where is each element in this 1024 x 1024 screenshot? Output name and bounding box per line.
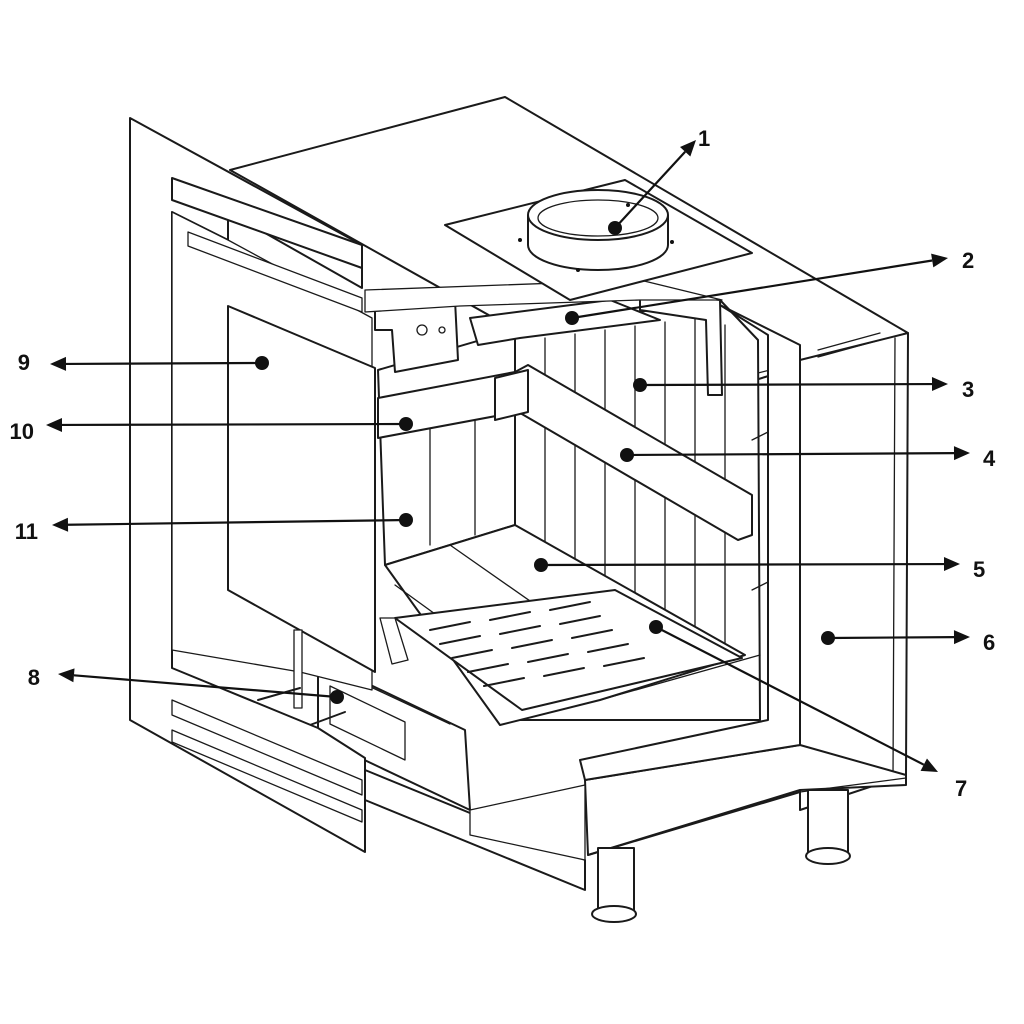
callout-arrowhead xyxy=(58,668,75,683)
right-front-frame xyxy=(579,304,801,781)
callout-label-4: 4 xyxy=(983,446,996,471)
callout-label-7: 7 xyxy=(955,776,967,801)
callout-label-1: 1 xyxy=(698,126,710,151)
legs xyxy=(591,789,851,923)
callout-10: 10 xyxy=(10,417,413,444)
callout-label-5: 5 xyxy=(973,557,985,582)
callout-arrowhead xyxy=(50,356,67,371)
door-frame xyxy=(129,117,376,853)
callout-arrowhead xyxy=(931,253,948,268)
callout-anchor-dot xyxy=(399,513,413,527)
callout-leader-line xyxy=(67,518,407,526)
callout-anchor-dot xyxy=(330,690,344,704)
callout-leader-line xyxy=(61,422,407,427)
callout-leader-line xyxy=(540,562,945,567)
callout-arrowhead xyxy=(953,630,970,645)
callout-anchor-dot xyxy=(608,221,622,235)
callout-label-3: 3 xyxy=(962,377,974,402)
callout-anchor-dot xyxy=(649,620,663,634)
top-trim xyxy=(171,177,363,269)
callout-8: 8 xyxy=(28,665,344,704)
callout-leader-line xyxy=(626,451,955,457)
callout-arrowhead xyxy=(46,417,63,432)
callout-arrowhead xyxy=(953,446,970,461)
bottom-trim-2 xyxy=(171,729,363,823)
callout-leader-line xyxy=(73,674,338,699)
bottom-trim-1 xyxy=(171,699,363,796)
callouts: 1 2 3 4 5 6 7 8 9 10 11 xyxy=(10,126,996,801)
callout-arrowhead xyxy=(52,517,69,532)
callout-4: 4 xyxy=(620,446,996,471)
leg-right xyxy=(807,789,849,853)
callout-leader-line xyxy=(65,361,263,366)
right-side-panel xyxy=(799,332,909,811)
callout-anchor-dot xyxy=(620,448,634,462)
callout-anchor-dot xyxy=(399,417,413,431)
callout-leader-line xyxy=(571,259,933,320)
callout-leader-line xyxy=(614,151,686,229)
baffle-assembly xyxy=(364,279,723,396)
callout-arrowhead xyxy=(931,377,948,392)
callout-2: 2 xyxy=(565,248,974,325)
callout-label-2: 2 xyxy=(962,248,974,273)
leg-front xyxy=(597,847,635,911)
callout-7: 7 xyxy=(649,620,967,801)
callout-label-10: 10 xyxy=(10,419,34,444)
callout-arrowhead xyxy=(920,758,938,772)
callout-3: 3 xyxy=(633,377,974,402)
grate xyxy=(379,589,743,711)
callout-arrowhead xyxy=(943,557,960,572)
grate-slots xyxy=(429,601,645,687)
callout-leader-line xyxy=(655,626,925,766)
callout-label-9: 9 xyxy=(18,350,30,375)
callout-arrowhead xyxy=(680,140,696,157)
callout-label-6: 6 xyxy=(983,630,995,655)
callout-1: 1 xyxy=(608,126,710,235)
callout-anchor-dot xyxy=(255,356,269,370)
callout-6: 6 xyxy=(821,630,995,655)
callout-anchor-dot xyxy=(534,558,548,572)
door-handle xyxy=(293,629,303,709)
grate-plate xyxy=(394,589,743,711)
callout-5: 5 xyxy=(534,557,985,582)
callout-leader-line xyxy=(827,636,955,640)
callout-leader-line xyxy=(639,382,933,387)
callout-anchor-dot xyxy=(565,311,579,325)
callout-label-11: 11 xyxy=(15,519,38,544)
callout-9: 9 xyxy=(18,350,269,375)
top-trim-2 xyxy=(187,231,363,313)
callout-label-8: 8 xyxy=(28,665,40,690)
callout-anchor-dot xyxy=(821,631,835,645)
callout-11: 11 xyxy=(15,513,413,544)
flue-collar xyxy=(444,179,753,301)
door-glass xyxy=(227,305,376,673)
callout-anchor-dot xyxy=(633,378,647,392)
